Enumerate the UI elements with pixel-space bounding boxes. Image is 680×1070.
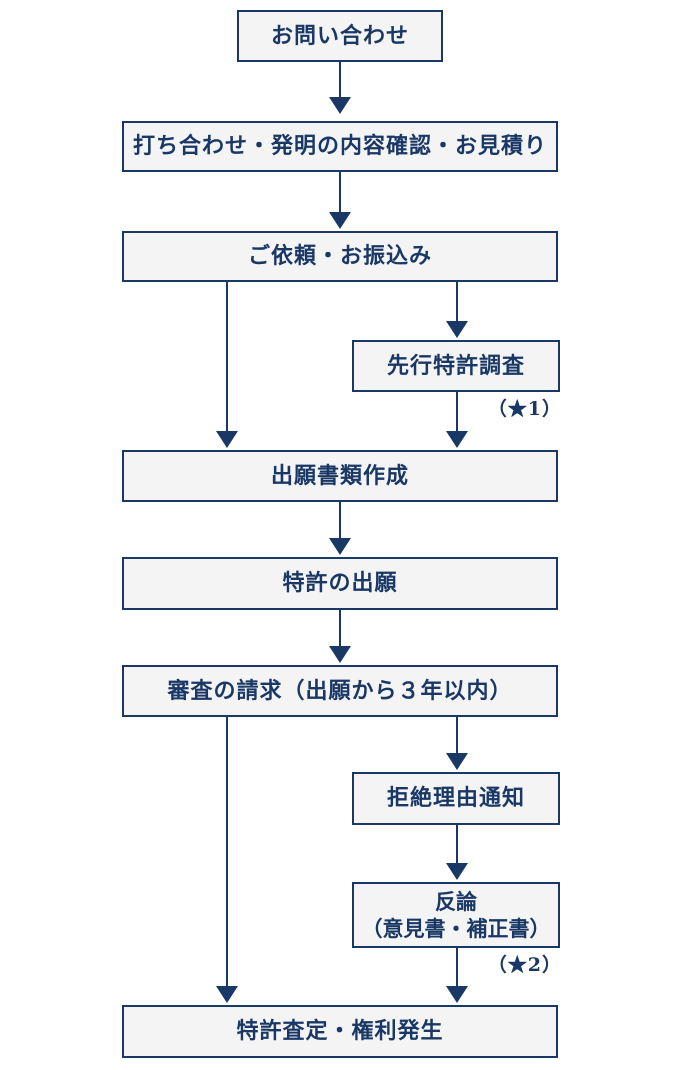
arrow-down-icon [446, 431, 468, 448]
arrow-down-icon [329, 646, 351, 663]
arrow-down-icon [329, 97, 351, 114]
footnote-star1: （★1） [487, 398, 562, 420]
arrow-shaft [339, 172, 341, 213]
flow-node-prior-patent-search: 先行特許調査 [352, 340, 560, 392]
arrow-shaft [456, 392, 458, 432]
flow-node-prior-patent-search-label: 先行特許調査 [386, 352, 525, 379]
arrow-shaft [456, 948, 458, 987]
flow-node-counter-argument-label: 反論 [435, 888, 477, 914]
arrow-shaft [456, 717, 458, 754]
flow-node-request-payment-label: ご依頼・お振込み [247, 243, 432, 270]
arrow-down-icon [446, 863, 468, 880]
flow-node-inquiry: お問い合わせ [237, 10, 443, 62]
arrow-down-icon [329, 212, 351, 229]
arrow-shaft [226, 282, 228, 432]
arrow-down-icon [216, 431, 238, 448]
arrow-down-icon [329, 538, 351, 555]
arrow-down-icon [446, 321, 468, 338]
flow-node-application-documents: 出願書類作成 [122, 450, 558, 502]
flow-node-patent-filing-label: 特許の出願 [282, 570, 398, 597]
arrow-shaft [226, 717, 228, 987]
flow-node-rejection-notice-label: 拒絶理由通知 [386, 785, 525, 812]
flow-node-counter-argument-sublabel: （意見書・補正書） [361, 916, 551, 941]
arrow-down-icon [446, 753, 468, 770]
arrow-shaft [339, 502, 341, 539]
arrow-shaft [456, 282, 458, 322]
flow-node-patent-grant: 特許査定・権利発生 [122, 1005, 558, 1058]
arrow-down-icon [216, 986, 238, 1003]
arrow-shaft [339, 62, 341, 98]
arrow-down-icon [446, 986, 468, 1003]
flow-node-meeting-estimate: 打ち合わせ・発明の内容確認・お見積り [122, 121, 558, 172]
arrow-shaft [456, 825, 458, 864]
flow-node-application-documents-label: 出願書類作成 [270, 462, 409, 489]
flow-node-patent-grant-label: 特許査定・権利発生 [236, 1018, 444, 1045]
flow-node-patent-filing: 特許の出願 [122, 557, 558, 610]
flow-node-examination-request: 審査の請求（出願から３年以内） [122, 665, 558, 717]
flow-node-request-payment: ご依頼・お振込み [122, 231, 558, 282]
flow-node-counter-argument: 反論 （意見書・補正書） [352, 882, 560, 948]
flow-node-meeting-estimate-label: 打ち合わせ・発明の内容確認・お見積り [132, 133, 547, 160]
flow-node-rejection-notice: 拒絶理由通知 [352, 772, 560, 825]
flow-node-examination-request-label: 審査の請求（出願から３年以内） [167, 677, 513, 704]
flow-node-inquiry-label: お問い合わせ [270, 22, 409, 49]
arrow-shaft [339, 610, 341, 647]
footnote-star2: （★2） [487, 954, 562, 976]
